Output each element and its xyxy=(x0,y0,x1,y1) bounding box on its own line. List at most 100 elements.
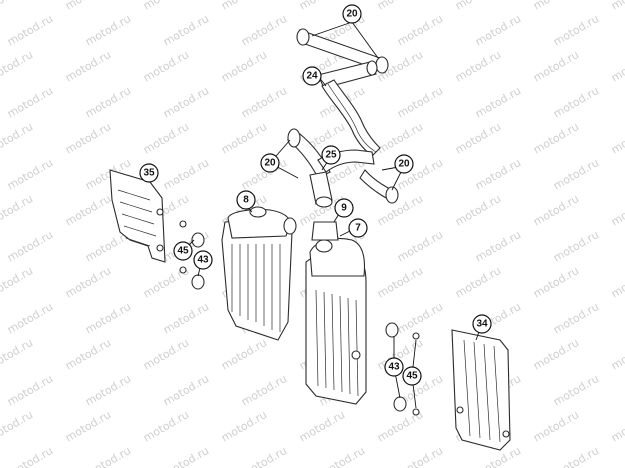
hardware xyxy=(179,220,420,416)
callout-35: 35 xyxy=(139,163,159,183)
watermark-text: motod.ru xyxy=(531,0,581,13)
watermark-text: motod.ru xyxy=(0,264,35,300)
watermark-text: motod.ru xyxy=(297,408,347,444)
watermark-text: motod.ru xyxy=(63,48,113,84)
watermark-text: motod.ru xyxy=(395,228,445,264)
watermark-text: motod.ru xyxy=(83,12,133,48)
watermark-text: motod.ru xyxy=(551,12,601,48)
callout-label: 20 xyxy=(264,158,276,169)
callout-label: 24 xyxy=(306,71,318,82)
watermark-text: motod.ru xyxy=(239,12,289,48)
watermark-text: motod.ru xyxy=(531,120,581,156)
watermark-text: motod.ru xyxy=(161,372,211,408)
watermark-text: motod.ru xyxy=(551,372,601,408)
watermark-text: motod.ru xyxy=(63,0,113,13)
callout-label: 7 xyxy=(355,223,361,234)
callout-34: 34 xyxy=(472,314,492,334)
watermark-text: motod.ru xyxy=(317,444,367,468)
watermark-text: motod.ru xyxy=(83,84,133,120)
watermark-text: motod.ru xyxy=(219,408,269,444)
watermark-text: motod.ru xyxy=(219,336,269,372)
callout-label: 34 xyxy=(476,319,488,330)
watermark-text: motod.ru xyxy=(0,120,35,156)
callout-label: 43 xyxy=(388,362,400,373)
watermark-text: motod.ru xyxy=(63,192,113,228)
callout-45-right: 45 xyxy=(402,366,422,386)
watermark-text: motod.ru xyxy=(5,12,55,48)
callout-45-left: 45 xyxy=(173,241,193,261)
watermark-text: motod.ru xyxy=(395,444,445,468)
watermark-text: motod.ru xyxy=(395,12,445,48)
watermark-text: motod.ru xyxy=(0,408,35,444)
watermark-text: motod.ru xyxy=(219,120,269,156)
watermark-text: motod.ru xyxy=(5,444,55,468)
watermark-text: motod.ru xyxy=(239,372,289,408)
callout-20-right: 20 xyxy=(394,154,414,174)
watermark-text: motod.ru xyxy=(219,0,269,13)
radiator-right xyxy=(305,221,367,405)
callout-9: 9 xyxy=(334,198,354,218)
left-shroud xyxy=(109,169,166,263)
watermark-text: motod.ru xyxy=(531,264,581,300)
watermark-text: motod.ru xyxy=(473,84,523,120)
watermark-text: motod.ru xyxy=(141,48,191,84)
watermark-text: motod.ru xyxy=(531,408,581,444)
watermark-text: motod.ru xyxy=(0,0,35,13)
watermark-text: motod.ru xyxy=(83,300,133,336)
callout-label: 8 xyxy=(243,195,249,206)
callout-label: 9 xyxy=(341,203,347,214)
watermark-text: motod.ru xyxy=(161,444,211,468)
watermark-text: motod.ru xyxy=(141,120,191,156)
callout-label: 35 xyxy=(143,168,155,179)
watermark-text: motod.ru xyxy=(453,0,503,13)
watermark-text: motod.ru xyxy=(375,0,425,13)
watermark-text: motod.ru xyxy=(375,264,425,300)
watermark-text: motod.ru xyxy=(297,0,347,13)
callout-label: 43 xyxy=(197,255,209,266)
watermark-text: motod.ru xyxy=(551,300,601,336)
watermark-text: motod.ru xyxy=(473,12,523,48)
watermark-text: motod.ru xyxy=(453,192,503,228)
callout-20-left: 20 xyxy=(260,153,280,173)
callout-7: 7 xyxy=(348,218,368,238)
radiator-left xyxy=(221,206,297,341)
watermark-text: motod.ru xyxy=(609,264,625,300)
callout-20-top: 20 xyxy=(342,4,362,24)
watermark-text: motod.ru xyxy=(453,120,503,156)
watermark-text: motod.ru xyxy=(0,192,35,228)
watermark-text: motod.ru xyxy=(609,48,625,84)
callout-43-left: 43 xyxy=(193,250,213,270)
watermark-text: motod.ru xyxy=(551,444,601,468)
watermark-text: motod.ru xyxy=(551,84,601,120)
callout-label: 20 xyxy=(398,159,410,170)
callout-8: 8 xyxy=(236,190,256,210)
watermark-text: motod.ru xyxy=(5,156,55,192)
watermark-text: motod.ru xyxy=(161,156,211,192)
callout-label: 20 xyxy=(346,9,358,20)
watermark-text: motod.ru xyxy=(473,228,523,264)
callout-label: 45 xyxy=(177,246,189,257)
upper-hose xyxy=(296,28,389,157)
callout-25: 25 xyxy=(321,145,341,165)
watermark-text: motod.ru xyxy=(219,48,269,84)
watermark-text: motod.ru xyxy=(473,156,523,192)
watermark-text: motod.ru xyxy=(0,336,35,372)
watermark-text: motod.ru xyxy=(609,120,625,156)
watermark-text: motod.ru xyxy=(0,48,35,84)
watermark-text: motod.ru xyxy=(63,336,113,372)
watermark-text: motod.ru xyxy=(551,156,601,192)
watermark-text: motod.ru xyxy=(161,12,211,48)
watermark-text: motod.ru xyxy=(531,192,581,228)
callout-24: 24 xyxy=(302,66,322,86)
watermark-text: motod.ru xyxy=(375,120,425,156)
watermark-text: motod.ru xyxy=(141,0,191,13)
watermark-text: motod.ru xyxy=(239,444,289,468)
watermark-text: motod.ru xyxy=(395,300,445,336)
watermark-text: motod.ru xyxy=(609,408,625,444)
right-grille xyxy=(451,329,511,451)
watermark-text: motod.ru xyxy=(609,336,625,372)
callout-43-right: 43 xyxy=(384,357,404,377)
watermark-text: motod.ru xyxy=(5,84,55,120)
watermark-text: motod.ru xyxy=(395,84,445,120)
